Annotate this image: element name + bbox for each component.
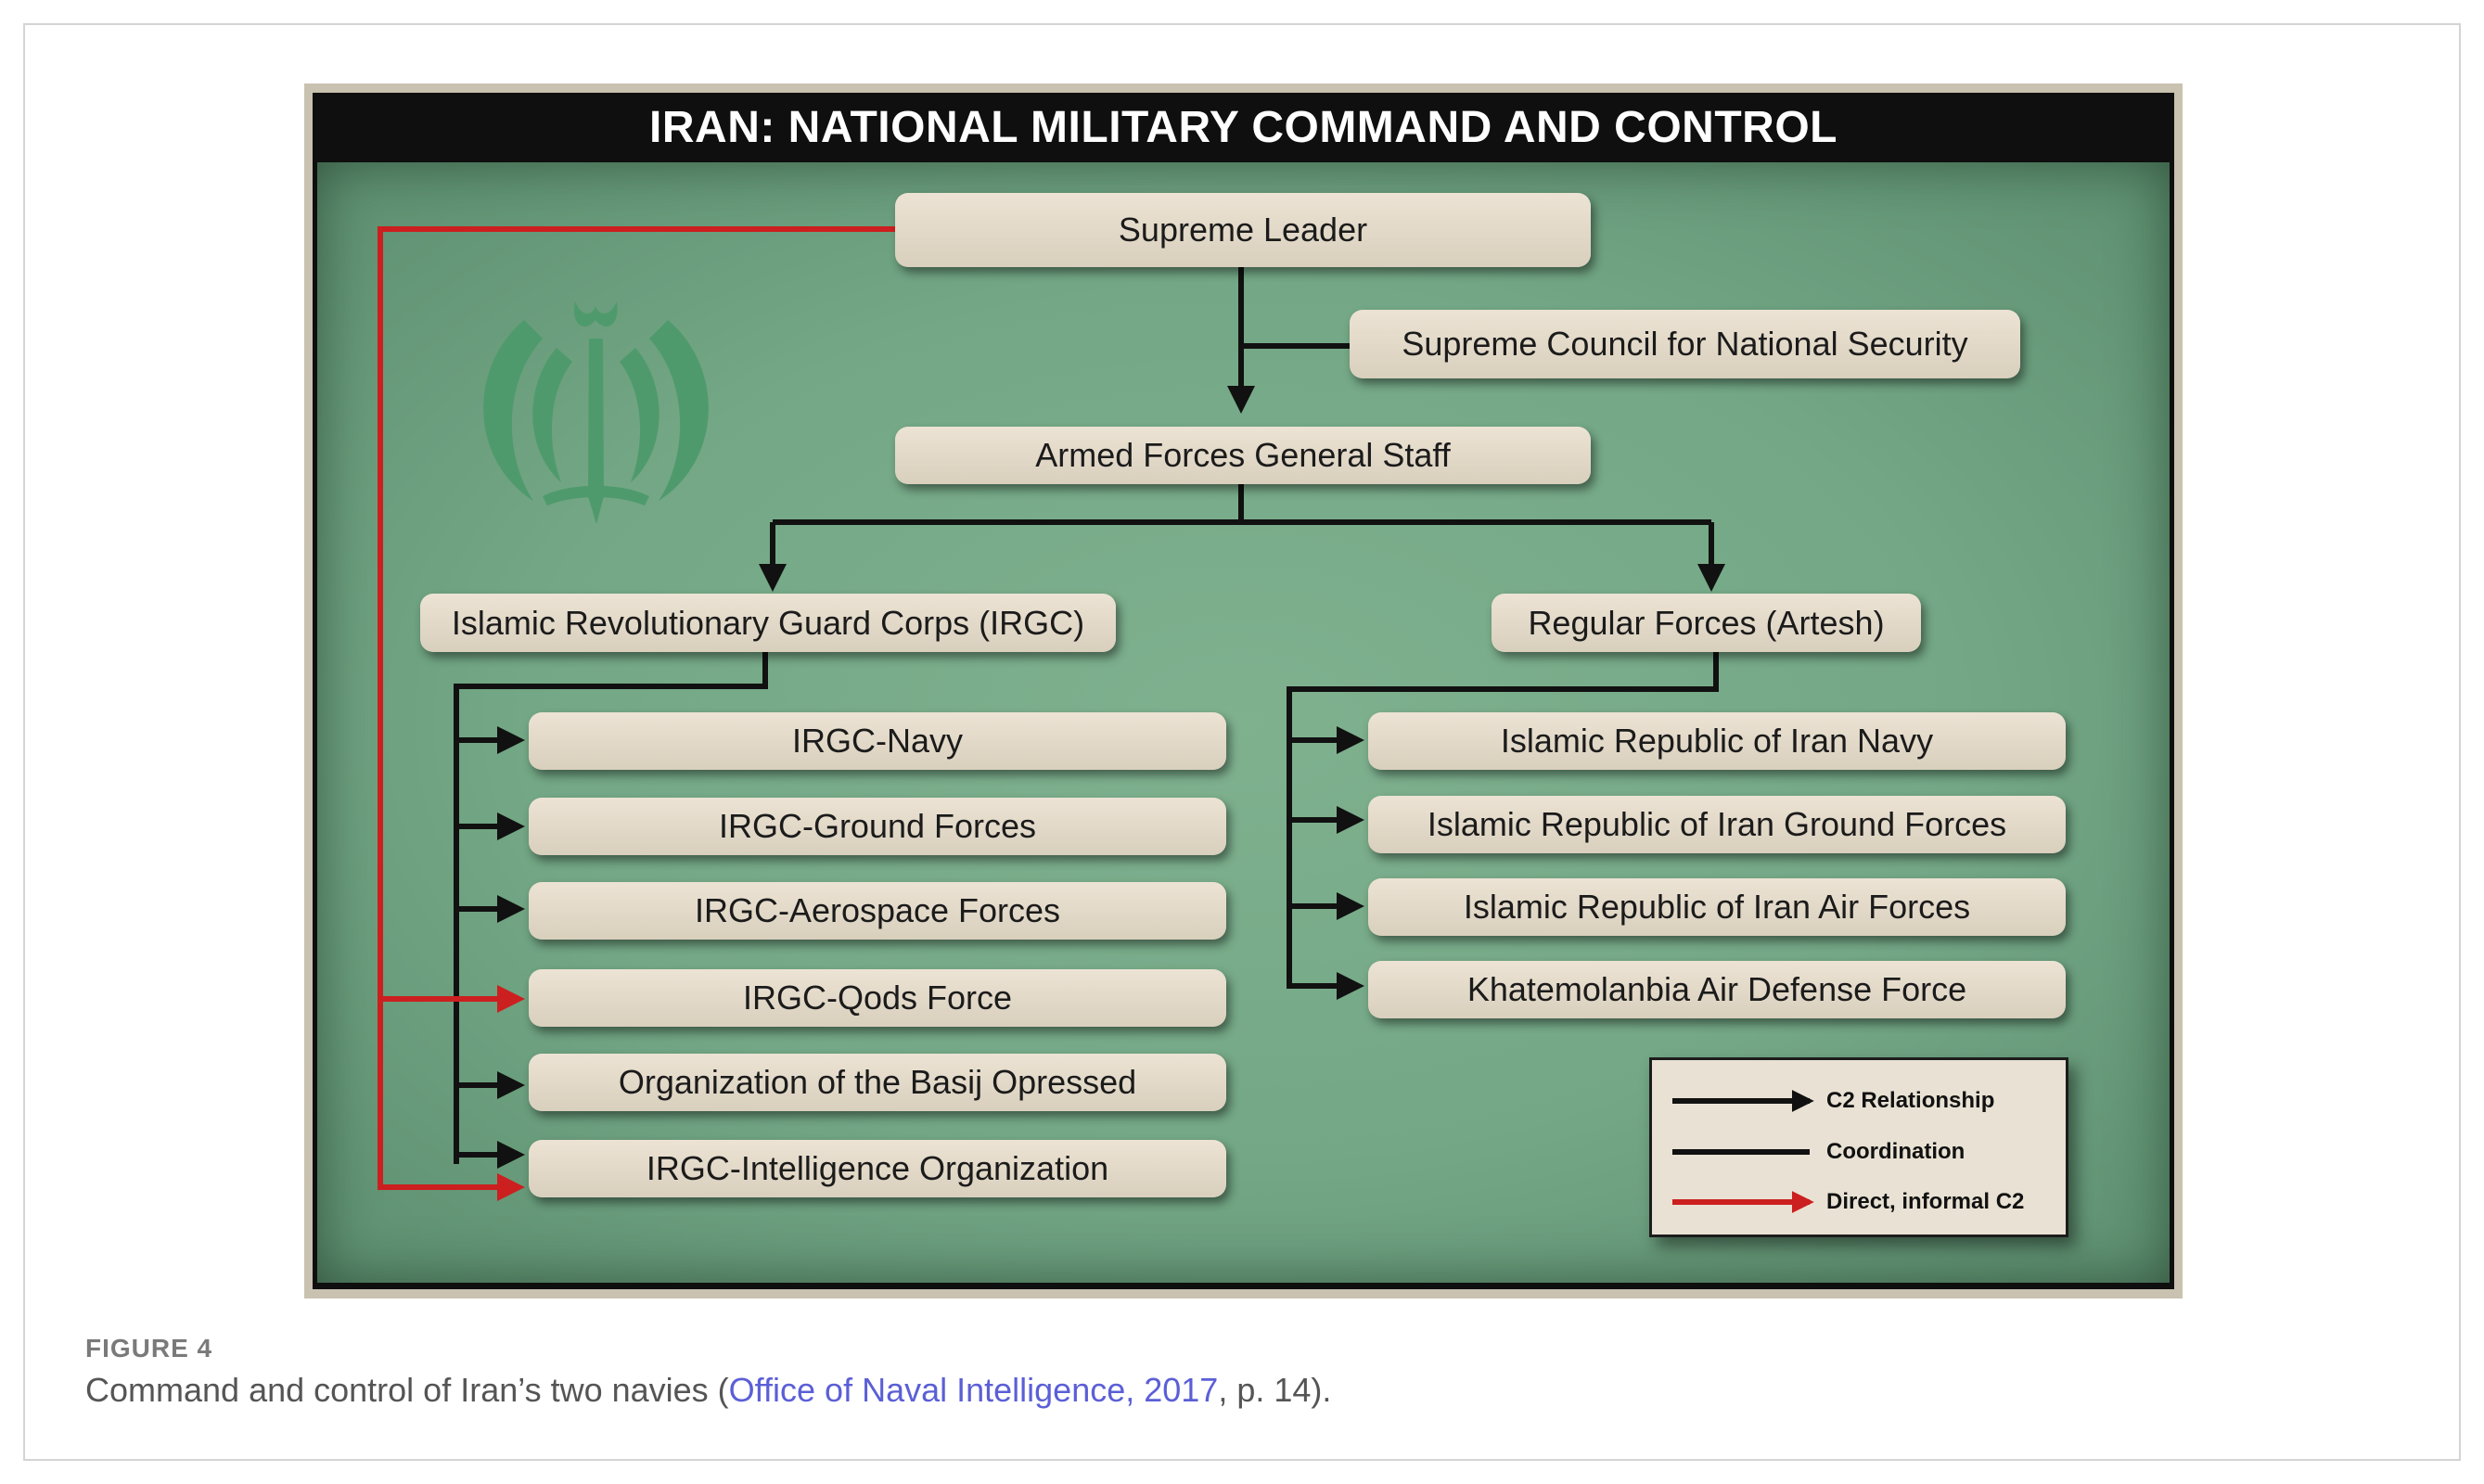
line-artesh-trunk	[1287, 652, 1719, 989]
box-afgs: Armed Forces General Staff	[895, 427, 1591, 484]
box-sncs: Supreme Council for National Security	[1350, 310, 2020, 378]
legend-informal-label: Direct, informal C2	[1826, 1189, 2025, 1214]
artesh-unit-label: Islamic Republic of Iran Navy	[1500, 722, 1934, 760]
irgc-unit-label: Organization of the Basij Opressed	[618, 1063, 1137, 1101]
irgc-label: Islamic Revolutionary Guard Corps (IRGC)	[451, 603, 1085, 642]
red-arrow-leader-to-intel	[378, 226, 895, 1201]
artesh-unit-label: Islamic Republic of Iran Ground Forces	[1427, 805, 2007, 843]
legend-coordination-label: Coordination	[1826, 1139, 1965, 1164]
box-irgc-ground: IRGC-Ground Forces	[529, 798, 1226, 855]
box-artesh: Regular Forces (Artesh)	[1492, 594, 1921, 652]
supreme-leader-label: Supreme Leader	[1118, 211, 1368, 249]
box-artesh-navy: Islamic Republic of Iran Navy	[1368, 712, 2066, 770]
box-artesh-ground: Islamic Republic of Iran Ground Forces	[1368, 796, 2066, 853]
box-irgc-navy: IRGC-Navy	[529, 712, 1226, 770]
iran-emblem-icon	[483, 301, 709, 524]
irgc-unit-label: IRGC-Qods Force	[742, 979, 1013, 1017]
irgc-unit-label: IRGC-Ground Forces	[718, 807, 1037, 845]
legend-c2-label: C2 Relationship	[1826, 1088, 1995, 1113]
afgs-label: Armed Forces General Staff	[1035, 436, 1451, 474]
line-afgs-split	[773, 484, 1711, 525]
figure-label: FIGURE 4	[85, 1334, 213, 1362]
caption-citation-link[interactable]: Office of Naval Intelligence, 2017	[728, 1371, 1219, 1409]
box-irgc-aerospace: IRGC-Aerospace Forces	[529, 882, 1226, 940]
box-irgc-qods: IRGC-Qods Force	[529, 969, 1226, 1027]
legend: C2 Relationship Coordination Direct, inf…	[1649, 1057, 2068, 1237]
sncs-label: Supreme Council for National Security	[1402, 325, 1968, 363]
artesh-unit-label: Islamic Republic of Iran Air Forces	[1463, 888, 1971, 926]
box-supreme-leader: Supreme Leader	[895, 193, 1591, 267]
box-irgc-basij: Organization of the Basij Opressed	[529, 1054, 1226, 1111]
box-artesh-airdefense: Khatemolanbia Air Defense Force	[1368, 961, 2066, 1018]
caption-text-after: , p. 14).	[1218, 1371, 1332, 1409]
irgc-unit-label: IRGC-Intelligence Organization	[646, 1149, 1109, 1187]
box-artesh-air: Islamic Republic of Iran Air Forces	[1368, 878, 2066, 936]
caption-text-before: Command and control of Iran’s two navies…	[85, 1371, 729, 1409]
artesh-label: Regular Forces (Artesh)	[1528, 603, 1885, 642]
irgc-unit-label: IRGC-Aerospace Forces	[694, 891, 1061, 929]
box-irgc-intel: IRGC-Intelligence Organization	[529, 1140, 1226, 1197]
artesh-unit-label: Khatemolanbia Air Defense Force	[1466, 970, 1967, 1008]
figure-caption: Command and control of Iran’s two navies…	[85, 1371, 1331, 1410]
box-irgc: Islamic Revolutionary Guard Corps (IRGC)	[420, 594, 1116, 652]
diagram-title: IRAN: NATIONAL MILITARY COMMAND AND CONT…	[649, 103, 1837, 152]
irgc-unit-label: IRGC-Navy	[791, 722, 963, 760]
legend-swatches	[1672, 1090, 1814, 1213]
line-irgc-trunk	[454, 652, 768, 1164]
